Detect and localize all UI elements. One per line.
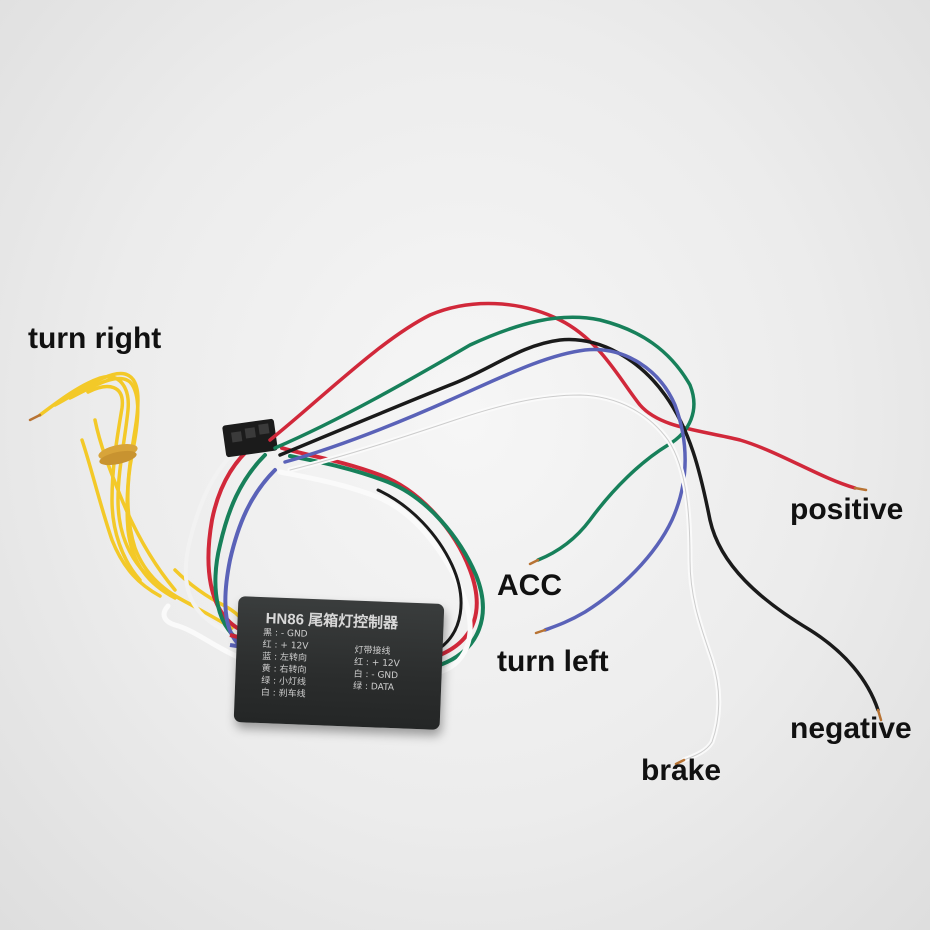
controller-module: HN86 尾箱灯控制器 黑 : - GND 红 : + 12V 蓝 : 左转向 … [233, 596, 445, 730]
label-turn-left: turn left [497, 645, 609, 678]
label-turn-right: turn right [28, 322, 162, 355]
label-positive: positive [790, 493, 904, 526]
module-left-legend: 黑 : - GND 红 : + 12V 蓝 : 左转向 黄 : 右转向 绿 : … [261, 627, 309, 701]
module-right-legend: 灯带接线 红 : + 12V 白 : - GND 绿 : DATA [353, 645, 401, 695]
connector-plug [222, 418, 278, 458]
legend-line: 白 : 刹车线 [260, 688, 306, 700]
yellow-wire-binding [98, 443, 138, 466]
legend-line: 绿 : DATA [352, 681, 395, 694]
label-brake: brake [641, 754, 722, 787]
label-acc: ACC [497, 569, 562, 602]
label-negative: negative [790, 712, 912, 745]
wire-tips [28, 413, 883, 766]
long-signal-wires [268, 301, 880, 763]
